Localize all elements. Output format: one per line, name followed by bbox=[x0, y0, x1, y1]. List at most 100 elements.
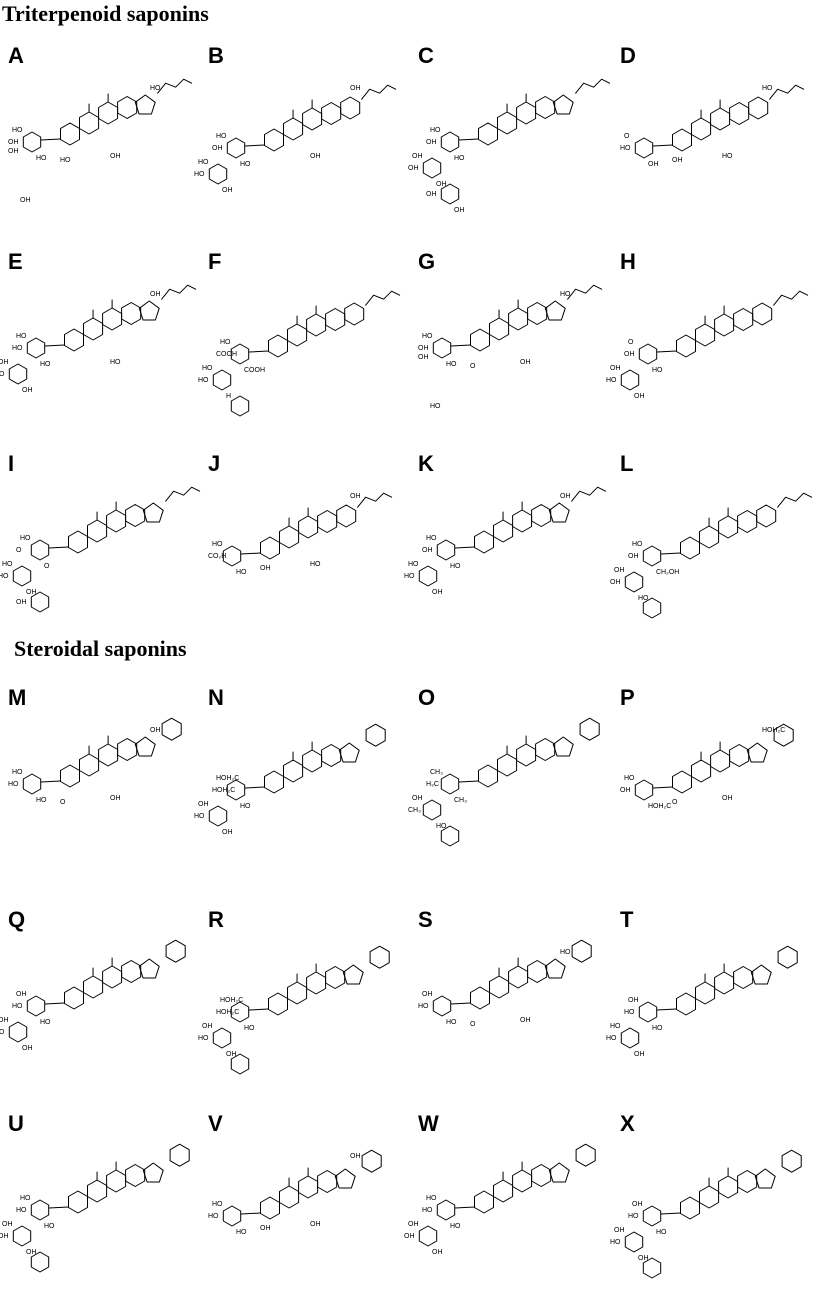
ring-5 bbox=[134, 736, 156, 757]
atom-label: HOH₂C bbox=[212, 787, 235, 794]
atom-label: HO bbox=[606, 1035, 617, 1042]
spiro-ring bbox=[365, 723, 386, 747]
atom-label: HO bbox=[150, 85, 161, 92]
ring-3 bbox=[516, 101, 537, 125]
sugar-ring bbox=[440, 773, 460, 795]
atom-label: OH bbox=[412, 795, 423, 802]
ring-1 bbox=[470, 986, 490, 1010]
sugar-ring bbox=[638, 1001, 658, 1023]
ring-2 bbox=[79, 753, 100, 777]
glycosidic-bond bbox=[240, 552, 261, 555]
ring-3 bbox=[306, 313, 327, 337]
sugar-ring bbox=[418, 565, 438, 587]
atom-label: OH bbox=[412, 153, 423, 160]
atom-label: HO bbox=[198, 159, 209, 166]
atom-label: COOH bbox=[216, 351, 237, 358]
ring-4 bbox=[121, 960, 142, 983]
atom-label: OH bbox=[422, 991, 433, 998]
sugar-ring bbox=[226, 137, 246, 159]
ring-1 bbox=[474, 1190, 494, 1214]
atom-label: OH bbox=[0, 1233, 9, 1240]
atom-label: HO bbox=[722, 153, 733, 160]
ring-4 bbox=[125, 504, 146, 527]
side-chain bbox=[567, 284, 603, 300]
atom-label: O bbox=[470, 363, 476, 370]
atom-label: OH bbox=[408, 1221, 419, 1228]
atom-label: HO bbox=[404, 573, 415, 580]
atom-label: HO bbox=[624, 1009, 635, 1016]
ring-1 bbox=[260, 536, 280, 560]
ring-2 bbox=[489, 317, 510, 341]
atom-label: HO bbox=[418, 1003, 429, 1010]
spiro-ring bbox=[369, 945, 390, 969]
panel-letter: C bbox=[418, 43, 434, 68]
glycosidic-bond bbox=[454, 546, 475, 549]
sugar-ring bbox=[638, 343, 658, 365]
sugar-ring bbox=[634, 779, 654, 801]
atom-label: CH₃ bbox=[408, 807, 421, 814]
sugar-ring bbox=[642, 1205, 662, 1227]
glycosidic-bond bbox=[40, 780, 61, 783]
atom-label: OH bbox=[624, 351, 635, 358]
ring-2 bbox=[493, 1179, 514, 1203]
ring-5 bbox=[752, 302, 773, 326]
atom-label: OH bbox=[350, 493, 361, 500]
panel-letter: N bbox=[208, 685, 224, 710]
atom-label: OH bbox=[426, 139, 437, 146]
ring-1 bbox=[676, 992, 696, 1016]
ring-1 bbox=[474, 530, 494, 554]
sugar-ring bbox=[212, 369, 232, 391]
sugar-ring bbox=[12, 1225, 32, 1247]
glycosidic-bond bbox=[44, 1002, 65, 1005]
ring-1 bbox=[470, 328, 490, 352]
panel-letter: V bbox=[208, 1111, 223, 1136]
panel-letter: F bbox=[208, 249, 222, 274]
sugar-ring bbox=[8, 1021, 28, 1043]
atom-label: OH bbox=[432, 1249, 443, 1256]
atom-label: OH bbox=[198, 801, 209, 808]
atom-label: CH₃ bbox=[430, 769, 443, 776]
atom-label: HO bbox=[620, 145, 631, 152]
atom-label: OH bbox=[614, 567, 625, 574]
ring-2 bbox=[83, 317, 104, 341]
ring-3 bbox=[718, 515, 739, 539]
atom-label: HO bbox=[628, 1213, 639, 1220]
sugar-ring bbox=[440, 825, 460, 847]
ring-3 bbox=[516, 743, 537, 767]
atom-label: HO bbox=[20, 535, 31, 542]
ring-3 bbox=[512, 509, 533, 533]
ring-5 bbox=[336, 504, 357, 528]
glycosidic-bond bbox=[244, 144, 265, 147]
ring-4 bbox=[325, 308, 346, 331]
spiro-ring bbox=[575, 1143, 596, 1167]
ring-2 bbox=[283, 117, 304, 141]
atom-label: HO bbox=[236, 569, 247, 576]
ring-1 bbox=[680, 536, 700, 560]
ring-4 bbox=[531, 504, 552, 527]
ring-1 bbox=[60, 122, 80, 146]
atom-label: OH bbox=[408, 165, 419, 172]
atom-label: HO bbox=[422, 1207, 433, 1214]
atom-label: OH bbox=[404, 1233, 415, 1240]
atom-label: CH₂OH bbox=[656, 569, 679, 576]
ring-2 bbox=[287, 323, 308, 347]
atom-label: OH bbox=[310, 153, 321, 160]
ring-3 bbox=[508, 965, 529, 989]
ring-5 bbox=[338, 742, 360, 763]
atom-label: HOH₂C bbox=[648, 803, 671, 810]
ring-5 bbox=[138, 958, 160, 979]
atom-label: HO bbox=[212, 1201, 223, 1208]
sugar-ring bbox=[432, 337, 452, 359]
ring-2 bbox=[279, 525, 300, 549]
atom-label: OH bbox=[260, 565, 271, 572]
ring-3 bbox=[98, 101, 119, 125]
atom-label: O bbox=[16, 547, 22, 554]
ring-3 bbox=[714, 971, 735, 995]
